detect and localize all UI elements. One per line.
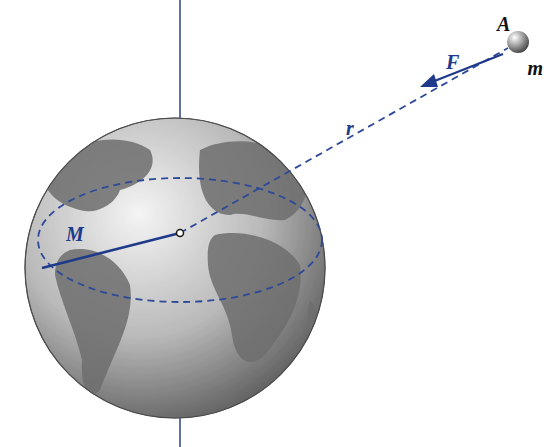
earth-center	[177, 230, 184, 237]
point-label: A	[497, 14, 510, 34]
force-arrow	[432, 54, 503, 82]
distance-label: r	[346, 118, 354, 138]
earth-globe	[25, 118, 325, 418]
radius-line	[42, 233, 180, 268]
force-arrowhead	[420, 74, 438, 87]
force-label: F	[446, 52, 459, 72]
mass-label: m	[527, 58, 543, 78]
equator-line	[38, 178, 322, 302]
mass-ball	[507, 31, 529, 53]
distance-line	[180, 48, 508, 233]
earth-mass-label: M	[66, 224, 84, 244]
